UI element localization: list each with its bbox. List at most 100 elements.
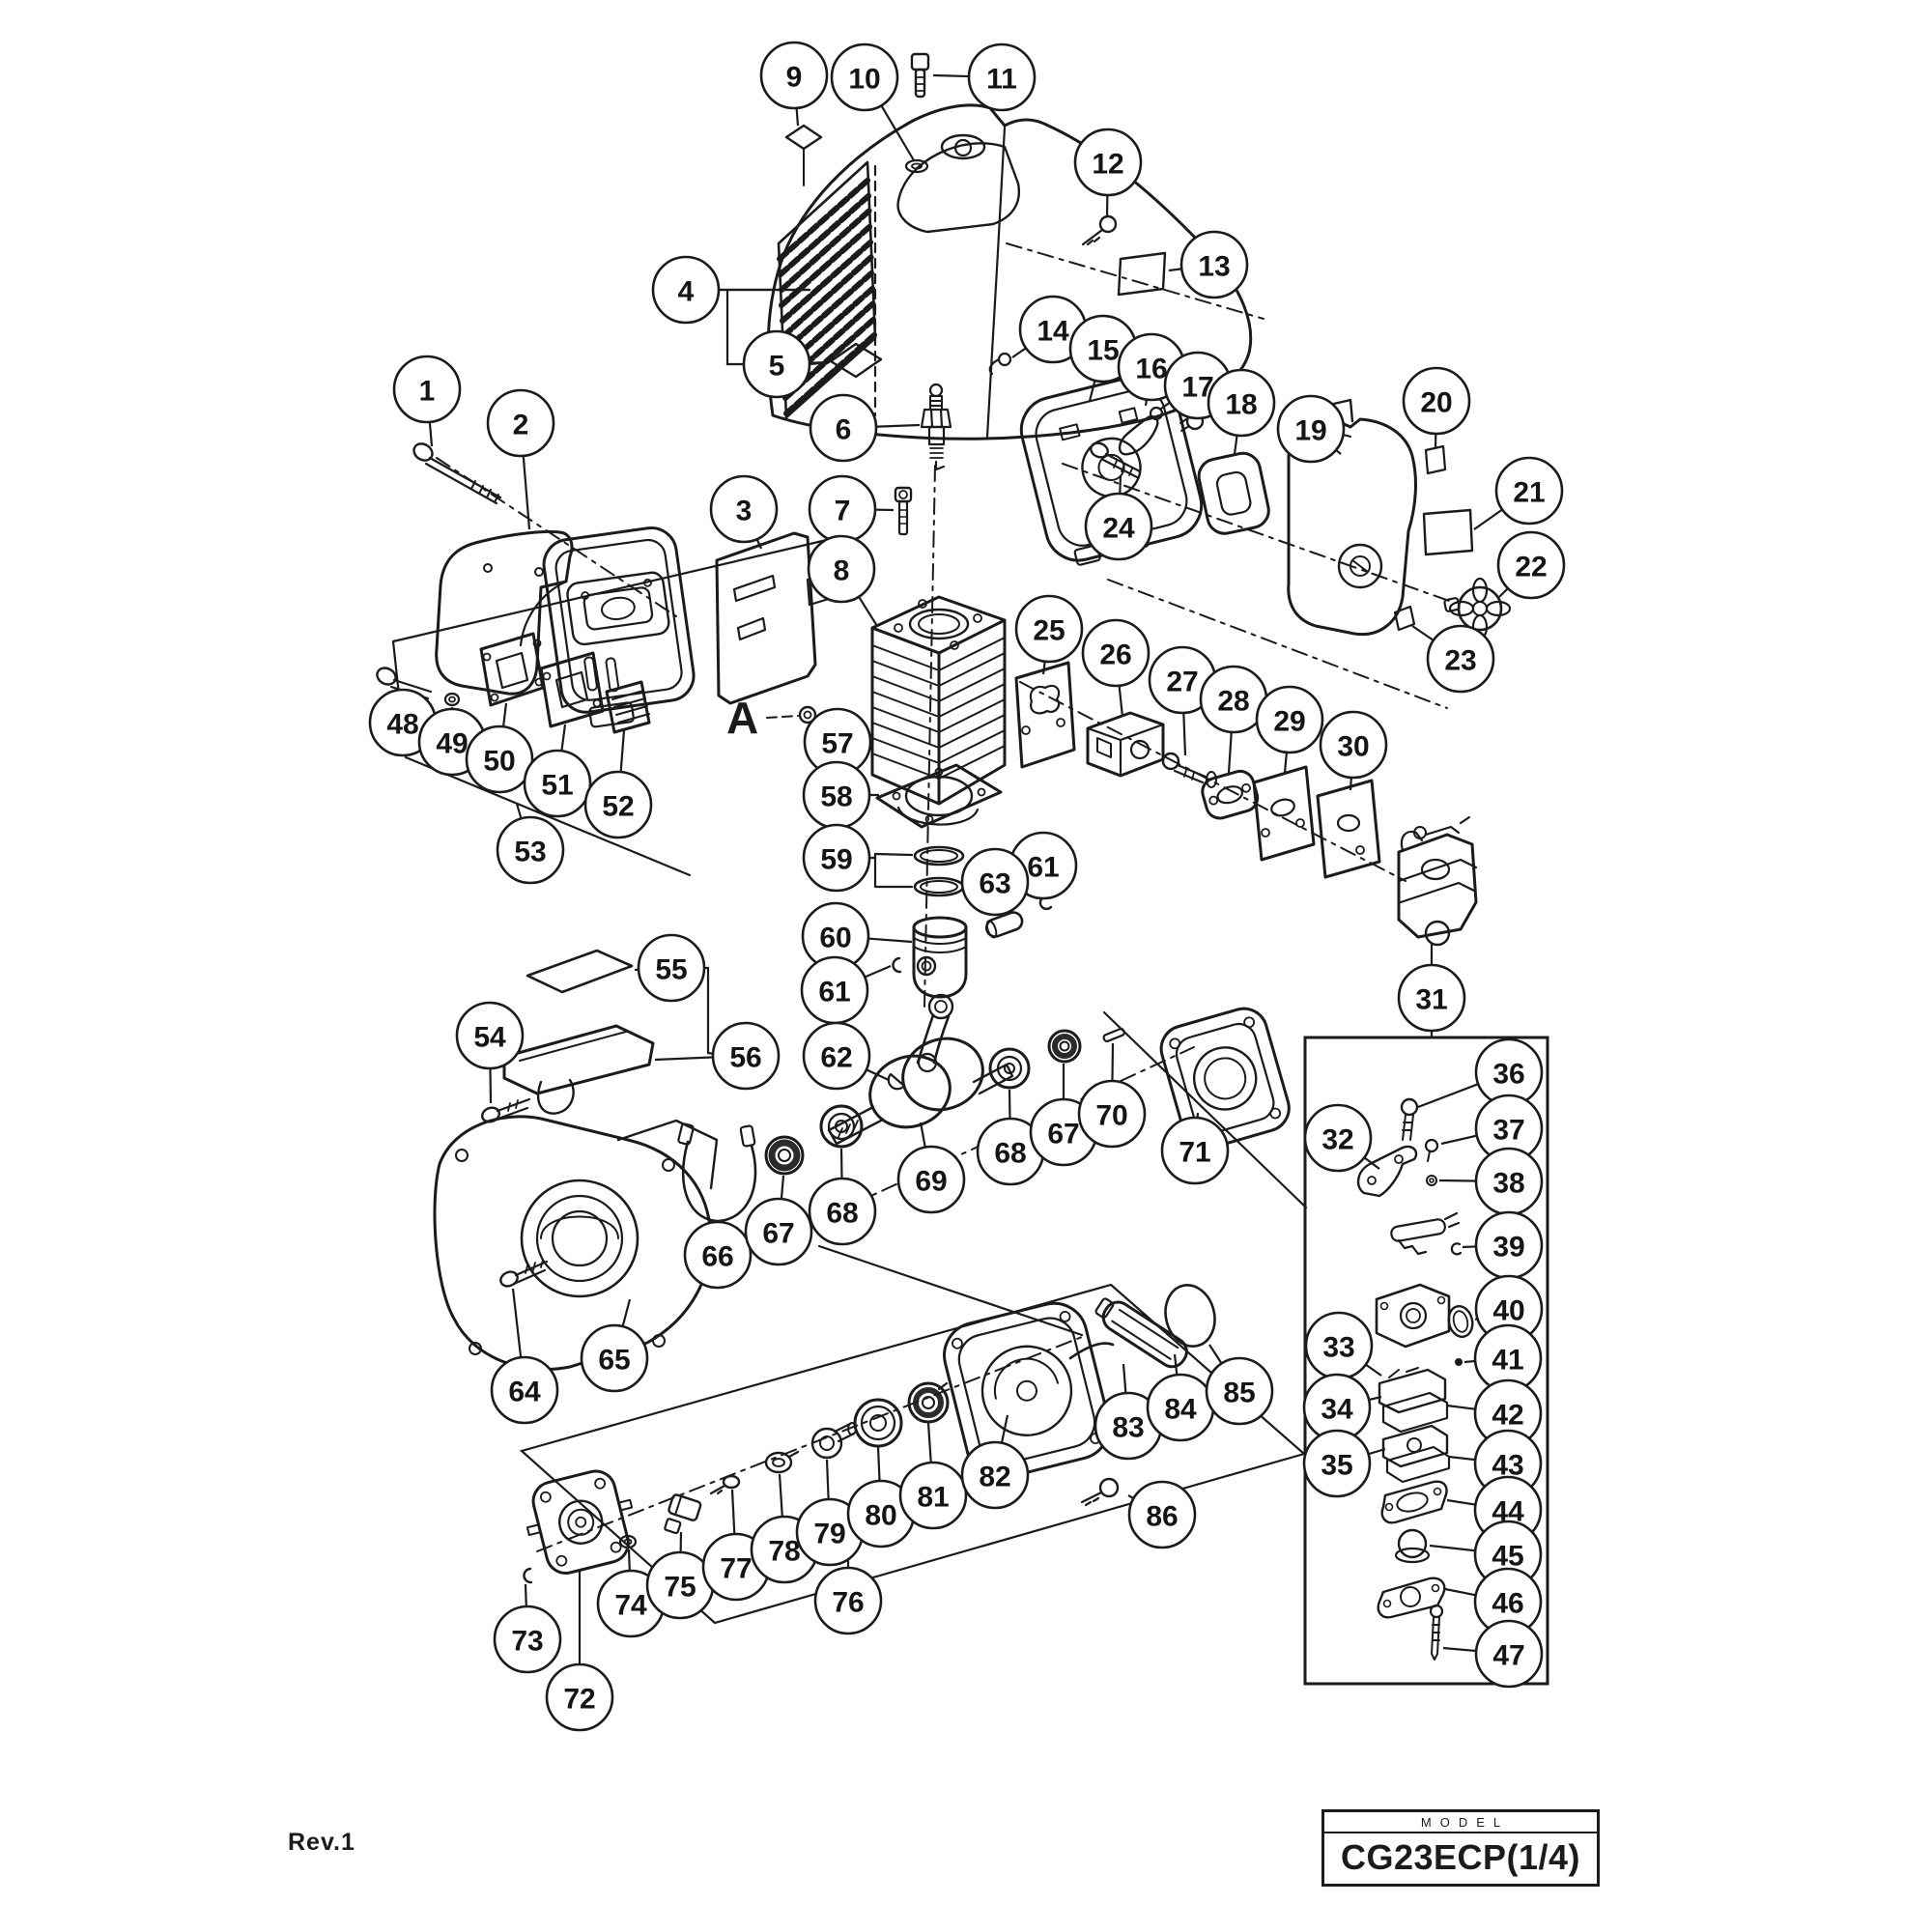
balloon-29 — [1255, 685, 1324, 754]
balloon-number-53: 53 — [514, 837, 546, 868]
balloon-number-12: 12 — [1092, 149, 1123, 181]
balloon-31 — [1397, 963, 1466, 1033]
balloon-number-35: 35 — [1321, 1450, 1352, 1482]
starter-bolt-part — [1080, 1477, 1120, 1507]
balloon-number-77: 77 — [720, 1553, 752, 1585]
balloon-number-31: 31 — [1415, 984, 1447, 1016]
label-part — [1164, 1284, 1216, 1348]
balloon-number-82: 82 — [979, 1462, 1010, 1493]
oil-seal-part — [1047, 1029, 1082, 1064]
balloon-number-49: 49 — [436, 728, 468, 760]
balloon-number-68: 68 — [994, 1138, 1026, 1170]
balloon-number-63: 63 — [979, 868, 1010, 900]
ball-bearing-part — [819, 1104, 864, 1149]
balloon-55 — [637, 933, 706, 1003]
balloon-2 — [486, 388, 555, 458]
crankcase-clutch-side-part — [1159, 1007, 1291, 1151]
balloon-number-40: 40 — [1492, 1295, 1524, 1327]
title-block-model-number: CG23ECP(1/4) — [1340, 1837, 1581, 1877]
balloon-number-48: 48 — [386, 709, 418, 741]
group-frame — [817, 1010, 1308, 1337]
balloon-70 — [1077, 1079, 1147, 1149]
balloon-number-71: 71 — [1179, 1137, 1210, 1169]
balloon-number-19: 19 — [1294, 415, 1326, 447]
balloon-63 — [960, 847, 1030, 917]
balloon-number-6: 6 — [836, 414, 852, 446]
group-frame — [519, 1283, 1307, 1625]
balloon-number-80: 80 — [865, 1500, 896, 1532]
balloon-26 — [1081, 618, 1151, 688]
carburetor-gasket-part — [1316, 779, 1381, 879]
balloon-59 — [802, 823, 871, 893]
balloon-number-54: 54 — [473, 1022, 506, 1054]
balloon-number-32: 32 — [1321, 1124, 1353, 1156]
balloon-number-86: 86 — [1146, 1501, 1178, 1533]
air-filter-part — [1197, 451, 1270, 535]
balloon-69 — [896, 1145, 966, 1214]
breather-grommet-part — [988, 352, 1012, 376]
balloon-13 — [1179, 230, 1249, 299]
balloon-81 — [898, 1461, 968, 1530]
balloon-number-65: 65 — [598, 1345, 630, 1377]
balloon-number-39: 39 — [1492, 1232, 1524, 1264]
balloon-number-69: 69 — [915, 1166, 947, 1198]
balloon-number-78: 78 — [768, 1536, 800, 1568]
balloon-number-74: 74 — [614, 1590, 647, 1622]
balloon-number-61: 61 — [1027, 852, 1059, 884]
muffler-part — [542, 526, 696, 728]
caution-label-part — [784, 124, 823, 151]
balloon-8 — [807, 534, 876, 604]
balloon-number-18: 18 — [1225, 389, 1257, 421]
balloon-32 — [1303, 1103, 1373, 1173]
balloon-11 — [967, 43, 1037, 112]
snap-ring-part — [523, 1567, 533, 1584]
balloon-number-26: 26 — [1099, 639, 1131, 671]
balloon-number-13: 13 — [1198, 251, 1230, 283]
exhaust-gasket-part — [539, 651, 605, 728]
intake-gasket-part — [1014, 661, 1076, 769]
balloon-66 — [683, 1220, 753, 1290]
balloon-9 — [759, 41, 829, 110]
pawl-screw-part — [709, 1474, 741, 1495]
ball-bearing-part — [988, 1047, 1031, 1090]
balloon-number-85: 85 — [1223, 1378, 1255, 1409]
plate-bolt-part — [481, 1097, 531, 1123]
cylinder-part — [870, 595, 1007, 826]
muffler-bolt-part — [412, 442, 502, 505]
balloon-50 — [465, 724, 534, 794]
balloon-number-1: 1 — [419, 376, 436, 408]
balloon-10 — [830, 43, 899, 112]
section-view-label: A — [726, 693, 759, 743]
balloon-number-8: 8 — [834, 555, 850, 587]
balloon-number-25: 25 — [1033, 615, 1065, 647]
balloon-number-75: 75 — [664, 1572, 696, 1604]
balloon-number-33: 33 — [1322, 1332, 1354, 1364]
oil-seal-part — [764, 1135, 805, 1176]
recoil-starter-part — [943, 1301, 1111, 1480]
balloon-number-34: 34 — [1321, 1394, 1353, 1426]
balloon-number-36: 36 — [1492, 1059, 1524, 1091]
balloon-number-57: 57 — [821, 728, 853, 760]
balloon-number-37: 37 — [1492, 1115, 1524, 1147]
inset-panel-box — [1303, 1036, 1549, 1686]
model-label-part — [1117, 251, 1167, 297]
balloon-number-66: 66 — [701, 1241, 733, 1273]
pawl-part — [664, 1493, 702, 1535]
balloon-number-61: 61 — [818, 977, 850, 1009]
balloon-12 — [1073, 128, 1143, 197]
balloon-number-76: 76 — [832, 1587, 864, 1619]
balloon-64 — [490, 1355, 559, 1425]
starter-cup-part — [764, 1450, 800, 1474]
balloon-number-27: 27 — [1166, 667, 1198, 698]
pin-clip-part — [892, 956, 902, 974]
label-part — [829, 342, 883, 379]
balloon-number-23: 23 — [1444, 645, 1476, 677]
balloon-number-15: 15 — [1087, 335, 1119, 367]
balloon-25 — [1014, 594, 1084, 664]
balloon-51 — [523, 749, 592, 818]
group-frame — [391, 537, 833, 877]
balloon-number-16: 16 — [1135, 354, 1167, 385]
